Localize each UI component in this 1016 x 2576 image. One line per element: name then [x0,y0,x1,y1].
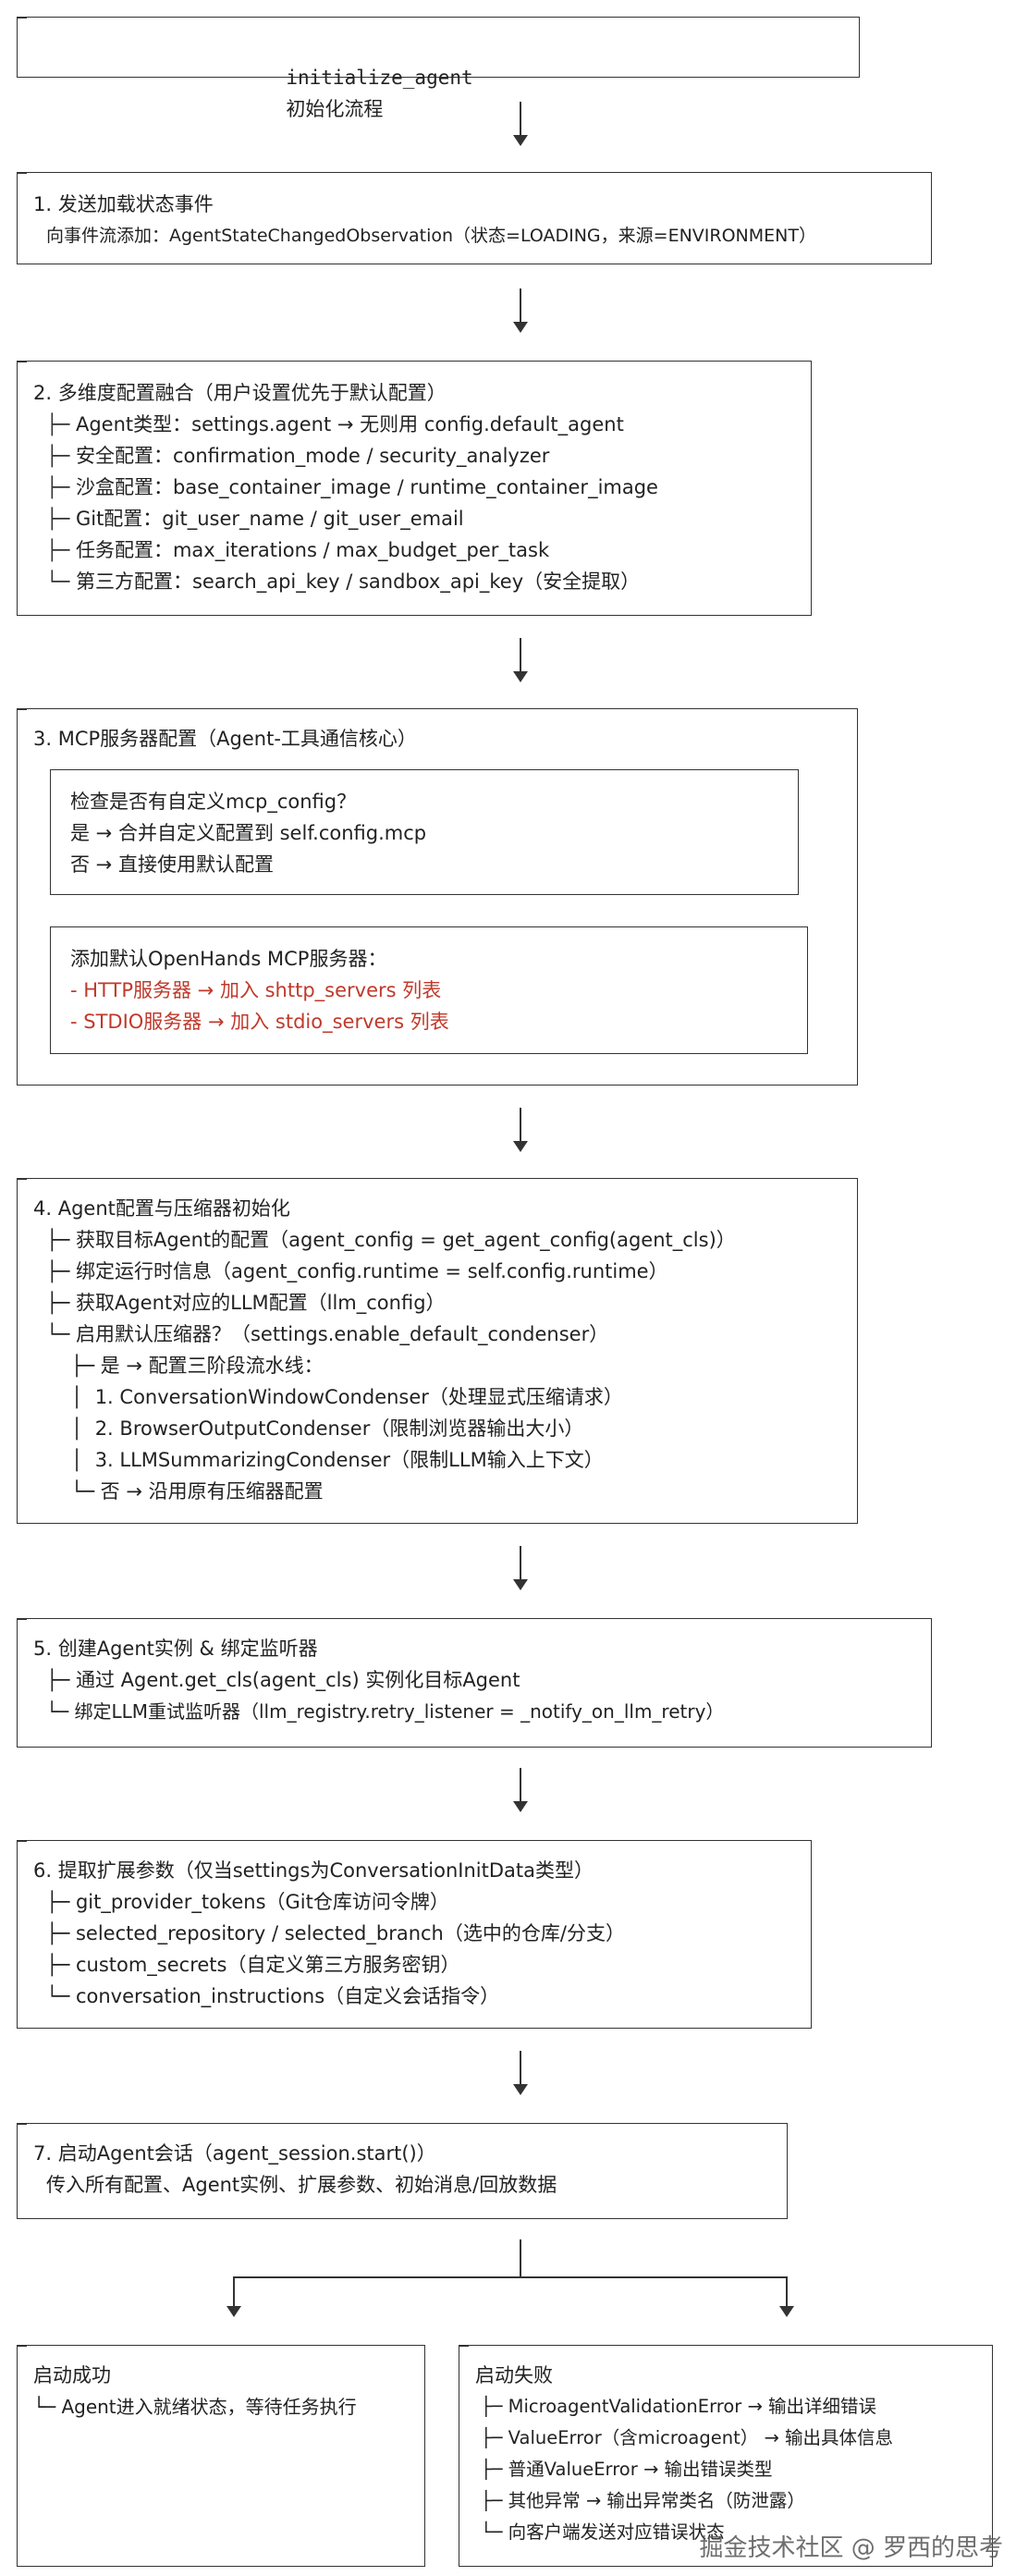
step3-inner2-line: - HTTP服务器 → 加入 shttp_servers 列表 [70,979,442,1001]
arrow-2-head [513,322,528,333]
step7-title: 7. 启动Agent会话（agent_session.start()） [33,2142,436,2165]
arrow-6-head [513,1801,528,1812]
step2-item-text: Git配置：git_user_name / git_user_email [75,508,464,530]
step2-item: ├─ 任务配置：max_iterations / max_budget_per_… [46,534,549,566]
arrow-1 [520,102,521,135]
step4-title: 4. Agent配置与压缩器初始化 [33,1197,290,1220]
branch-left-head [226,2306,241,2317]
step6-item: ├─ custom_secrets（自定义第三方服务密钥） [46,1954,460,1976]
step5-title: 5. 创建Agent实例 & 绑定监听器 [33,1638,318,1660]
arrow-4 [520,1108,521,1141]
step4-item: └─ 否 → 沿用原有压缩器配置 [46,1480,324,1503]
branch-bar [233,2276,788,2278]
watermark: 掘金技术社区 @ 罗西的思考 [699,2534,1003,2562]
step7-box [17,2123,788,2219]
step1-title: 1. 发送加载状态事件 [33,193,214,215]
step4-item: ├─ 获取Agent对应的LLM配置（llm_config） [46,1292,446,1314]
title-label: 初始化流程 [286,98,384,120]
step4-item: ├─ 获取目标Agent的配置（agent_config = get_agent… [46,1229,736,1251]
step2-item: ├─ 安全配置：confirmation_mode / security_ana… [46,440,549,472]
title-text: initialize_agent 初始化流程 [274,31,473,125]
step4-item: │ 1. ConversationWindowCondenser（处理显式压缩请… [46,1386,623,1408]
step5-box [17,1618,932,1748]
step4-box [17,1178,858,1524]
tree-branch: ├─ [46,413,76,435]
step4-item: ├─ 绑定运行时信息（agent_config.runtime = self.c… [46,1260,668,1282]
step4-item: └─ 启用默认压缩器？（settings.enable_default_cond… [46,1323,609,1345]
tree-branch: └─ [46,570,76,593]
branch-stem [520,2239,521,2276]
arrow-6 [520,1768,521,1801]
step2-item: └─ 第三方配置：search_api_key / sandbox_api_ke… [46,566,640,597]
arrow-5 [520,1546,521,1579]
arrow-5-head [513,1579,528,1590]
step1-line: 向事件流添加：AgentStateChangedObservation（状态=L… [46,226,816,246]
step2-item-text: 任务配置：max_iterations / max_budget_per_tas… [75,539,550,561]
step6-item: ├─ git_provider_tokens（Git仓库访问令牌） [46,1891,449,1913]
title-func: initialize_agent [286,67,473,89]
step1-box [17,172,932,264]
arrow-7-head [513,2084,528,2095]
arrow-7 [520,2051,521,2084]
step2-item: ├─ Agent类型：settings.agent → 无则用 config.d… [46,409,624,440]
tree-branch: ├─ [46,539,76,561]
step2-item-text: 第三方配置：search_api_key / sandbox_api_key（安… [75,570,641,593]
branch-left [233,2276,235,2306]
failure-item: ├─ ValueError（含microagent） → 输出具体信息 [481,2427,893,2448]
step3-inner-box-1 [50,769,799,895]
failure-item: ├─ 普通ValueError → 输出错误类型 [481,2459,773,2480]
failure-box [459,2345,993,2567]
step5-item: └─ 绑定LLM重试监听器（llm_registry.retry_listene… [46,1700,725,1723]
arrow-3 [520,638,521,671]
step5-item: ├─ 通过 Agent.get_cls(agent_cls) 实例化目标Agen… [46,1669,520,1691]
step2-item: ├─ Git配置：git_user_name / git_user_email [46,503,464,534]
failure-item: └─ 向客户端发送对应错误状态 [481,2521,725,2543]
step6-box [17,1840,812,2029]
step2-item-text: 安全配置：confirmation_mode / security_analyz… [75,445,550,467]
step3-inner1-line: 是 → 合并自定义配置到 self.config.mcp [70,822,427,844]
step2-item-text: 沙盒配置：base_container_image / runtime_cont… [75,476,658,498]
success-title: 启动成功 [33,2364,111,2386]
step2-item: ├─ 沙盒配置：base_container_image / runtime_c… [46,472,658,503]
arrow-2 [520,288,521,322]
failure-item: ├─ MicroagentValidationError → 输出详细错误 [481,2396,877,2417]
tree-branch: ├─ [46,445,76,467]
branch-right [786,2276,788,2306]
step7-line: 传入所有配置、Agent实例、扩展参数、初始消息/回放数据 [46,2174,557,2196]
failure-item: ├─ 其他异常 → 输出异常类名（防泄露） [481,2490,805,2511]
step3-inner1-line: 检查是否有自定义mcp_config？ [70,791,357,813]
step2-item-text: Agent类型：settings.agent → 无则用 config.defa… [75,413,624,435]
step3-inner2-line: - STDIO服务器 → 加入 stdio_servers 列表 [70,1011,449,1033]
arrow-3-head [513,671,528,682]
tree-branch: ├─ [46,476,76,498]
tree-branch: ├─ [46,508,76,530]
success-box [17,2345,425,2567]
failure-title: 启动失败 [475,2364,553,2386]
step2-box [17,361,812,616]
branch-right-head [779,2306,794,2317]
step6-item: └─ conversation_instructions（自定义会话指令） [46,1985,500,2007]
step6-title: 6. 提取扩展参数（仅当settings为ConversationInitDat… [33,1859,594,1882]
success-line: └─ Agent进入就绪状态，等待任务执行 [33,2396,357,2418]
arrow-4-head [513,1141,528,1152]
step4-item: │ 2. BrowserOutputCondenser（限制浏览器输出大小） [46,1417,584,1440]
step3-inner-box-2 [50,926,808,1054]
step4-item: │ 3. LLMSummarizingCondenser（限制LLM输入上下文） [46,1449,604,1471]
step4-item: ├─ 是 → 配置三阶段流水线： [46,1355,324,1377]
arrow-1-head [513,135,528,146]
step6-item: ├─ selected_repository / selected_branch… [46,1922,625,1944]
title-box [17,17,860,78]
step3-inner1-line: 否 → 直接使用默认配置 [70,853,274,876]
step3-box [17,708,858,1086]
step3-inner2-line: 添加默认OpenHands MCP服务器： [70,948,387,970]
step3-title: 3. MCP服务器配置（Agent-工具通信核心） [33,728,417,750]
step2-title: 2. 多维度配置融合（用户设置优先于默认配置） [33,382,447,404]
